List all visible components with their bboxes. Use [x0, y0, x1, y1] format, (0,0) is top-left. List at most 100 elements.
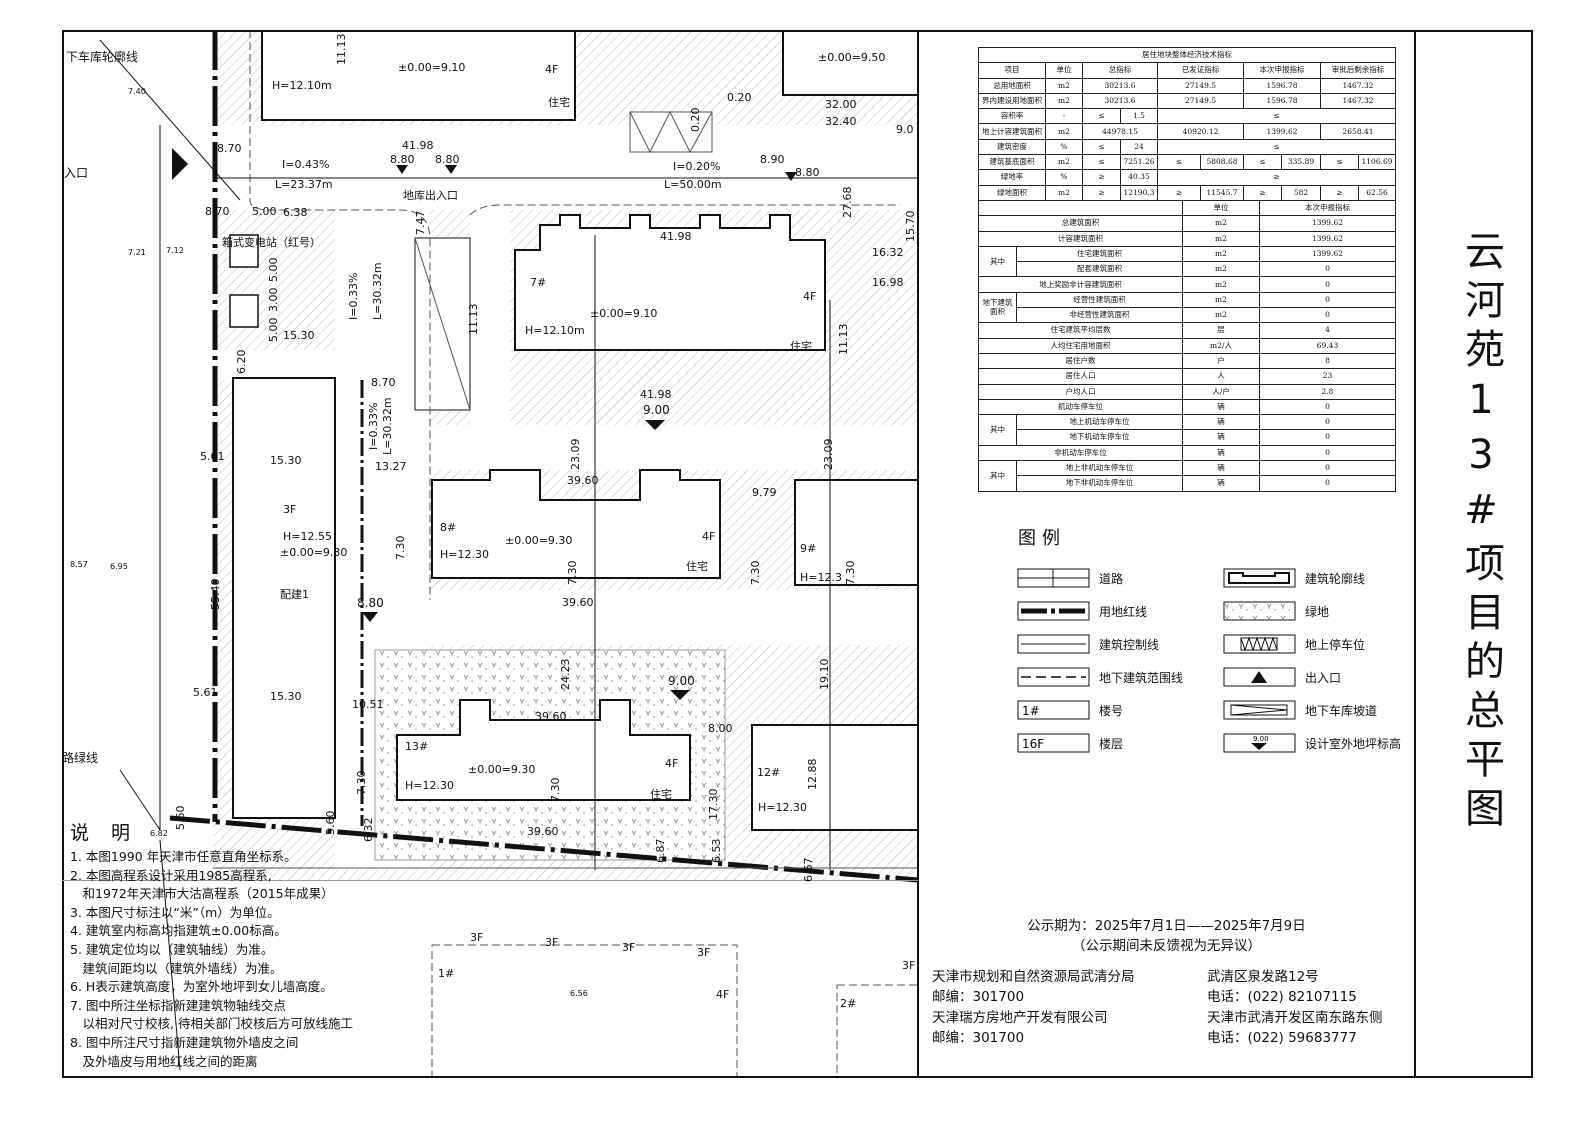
plan-label: 8.80 — [357, 596, 384, 610]
phone: 电话：(022) 59683777 — [1207, 1029, 1357, 1046]
plan-label: 15.70 — [904, 210, 917, 243]
legend-label: 地上停车位 — [1305, 637, 1366, 652]
plan-label: 8.80 — [390, 153, 415, 166]
table-cell: 30213.6 — [1082, 77, 1158, 94]
legend-label: 楼号 — [1099, 703, 1124, 718]
legend-item: 绿地 — [1223, 601, 1329, 621]
plan-label: 3.00 — [267, 287, 280, 313]
table-cell: 项目 — [978, 62, 1046, 79]
plan-label: 3F — [470, 931, 484, 944]
legend-title: 图例 — [1018, 528, 1066, 549]
building-top-right — [782, 30, 918, 96]
table-cell: 0 — [1259, 460, 1396, 477]
plan-label: 8.57 — [70, 560, 88, 569]
building-7 — [514, 214, 826, 351]
plan-label: 8.80 — [795, 166, 820, 179]
table-row: 绿地率%≥40.35≥ — [978, 169, 1397, 186]
legend-item: 9.00 设计室外地坪标高 — [1223, 733, 1401, 753]
note-item: 及外墙皮与用地红线之间的距离 — [70, 1053, 258, 1069]
plan-label: ±0.00=9.10 — [398, 61, 466, 74]
table-cell: 地上非机动车停车位 — [1016, 460, 1183, 477]
plan-label: 8# — [440, 521, 457, 534]
plan-label: 6.32 — [362, 817, 375, 843]
divider — [1414, 30, 1416, 1078]
table-cell: 非经营性建筑面积 — [1016, 307, 1183, 324]
plan-label: H=12.3 — [800, 571, 842, 584]
notice-period: 公示期为：2025年7月1日——2025年7月9日 — [1027, 918, 1306, 934]
plan-label: 4F — [665, 757, 679, 770]
plan-label: 7.47 — [414, 210, 427, 236]
plan-label: 1# — [438, 967, 455, 980]
plan-label: 箱式变电站（红号） — [222, 236, 321, 249]
table-cell: 23 — [1259, 368, 1396, 385]
table-cell: 0 — [1259, 398, 1396, 416]
table-cell: 容积率 — [978, 108, 1046, 125]
table-cell: 0 — [1259, 444, 1396, 462]
entrance-icon — [1223, 667, 1296, 687]
table-cell: 1399.62 — [1259, 215, 1396, 232]
note-item: 建筑间距均以（建筑外墙线）为准。 — [70, 960, 283, 976]
legend-symbol-text: 9.00 — [1253, 735, 1269, 743]
plan-label: 7.30 — [749, 560, 762, 586]
table-row: 居住地块整体经济技术指标 — [977, 46, 1397, 64]
plan-label: 16.98 — [872, 276, 904, 289]
plan-label: 39.60 — [527, 825, 559, 838]
table-cell: 44978.15 — [1082, 123, 1158, 140]
table-cell: ≥ — [1082, 184, 1121, 201]
table-cell: 地上奖励非计容建筑面积 — [978, 276, 1183, 293]
plan-label: 5.00 — [267, 317, 280, 343]
table-cell: ≤ — [1082, 108, 1121, 125]
table-cell: 0 — [1259, 276, 1396, 293]
plan-label: 7.30 — [549, 777, 562, 803]
plan-label: 8.00 — [708, 722, 733, 735]
org-name: 天津瑞方房地产开发有限公司 — [932, 1009, 1108, 1026]
plan-label: 4F — [545, 63, 559, 76]
table-cell: 2.8 — [1259, 383, 1396, 400]
plan-label: 6.53 — [710, 838, 723, 864]
table-cell: 582 — [1281, 184, 1321, 201]
note-item: 2. 本图高程系设计采用1985高程系, — [70, 867, 272, 883]
table-cell: 辆 — [1182, 398, 1260, 416]
floor-icon: 16F — [1017, 733, 1090, 753]
table-cell: 绿地面积 — [978, 184, 1046, 201]
plan-label: 地库出入口 — [403, 189, 458, 202]
building-number-icon: 1# — [1017, 700, 1090, 720]
economic-indicators-table: 居住地块整体经济技术指标项目单位总指标已发证指标本次申报指标审批后剩余指标总用地… — [977, 46, 1397, 201]
plan-label: 24.23 — [559, 658, 572, 691]
plan-label: 9.00 — [643, 403, 670, 417]
table-cell: 建筑密度 — [978, 138, 1046, 156]
postcode: 邮编：301700 — [932, 989, 1025, 1006]
legend-item: 建筑控制线 — [1017, 634, 1159, 654]
table-cell: 计容建筑面积 — [978, 230, 1183, 247]
plan-label: H=12.30 — [405, 779, 454, 792]
table-cell: 已发证指标 — [1157, 62, 1244, 79]
table-cell: 居住户数 — [978, 352, 1183, 370]
legend-symbol-text: 1# — [1022, 704, 1040, 718]
building-12 — [751, 724, 918, 831]
note-item: 7. 图中所注坐标指新建建筑物轴线交点 — [70, 997, 286, 1013]
plan-label: 6.20 — [235, 349, 248, 375]
plan-label: 3F — [622, 941, 636, 954]
legend-label: 出入口 — [1305, 670, 1342, 685]
table-cell: 人 — [1182, 368, 1260, 385]
table-cell: ≤ — [1156, 108, 1397, 125]
elevation-icon: 9.00 — [1223, 733, 1296, 753]
plan-label: ±0.00=9.30 — [505, 534, 573, 547]
legend-label: 设计室外地坪标高 — [1305, 736, 1402, 751]
table-cell: 机动车停车位 — [978, 398, 1183, 416]
table-cell: 经营性建筑面积 — [1016, 291, 1183, 309]
phone: 电话：(022) 82107115 — [1207, 989, 1357, 1006]
plan-label: 11.13 — [335, 33, 348, 66]
table-cell: m2 — [1182, 230, 1260, 247]
table-cell: 单位 — [1182, 199, 1260, 217]
plan-label: 6.67 — [802, 857, 815, 883]
table-cell: 1467.32 — [1319, 92, 1397, 110]
parking-icon — [1223, 634, 1296, 654]
table-cell: 总指标 — [1082, 62, 1158, 79]
